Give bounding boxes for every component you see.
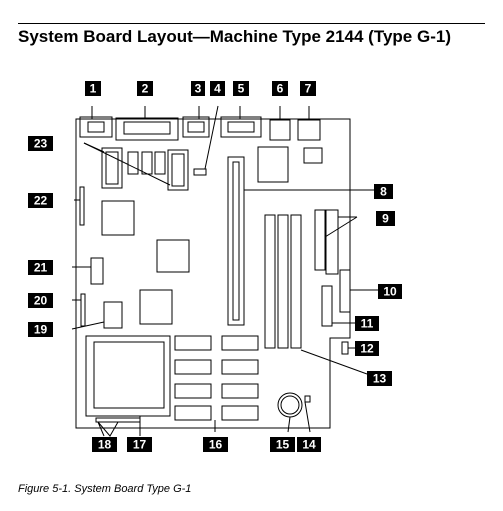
callout-17: 17 [133, 438, 147, 452]
jumper-14 [304, 395, 311, 403]
callout-19: 19 [34, 323, 48, 337]
callout-box-4 [210, 81, 225, 96]
callout-4: 4 [214, 82, 221, 96]
callout-20: 20 [34, 294, 48, 308]
callout-box-8 [374, 184, 393, 199]
callout-box-9 [376, 211, 395, 226]
connector-5 [220, 116, 262, 138]
connector-3 [182, 116, 210, 138]
callout-box-7 [300, 81, 316, 96]
callout-box-12 [355, 341, 379, 356]
connector-6 [269, 119, 291, 141]
callout-5: 5 [238, 82, 245, 96]
callout-22: 22 [34, 194, 48, 208]
callout-box-16 [203, 437, 228, 452]
page-title: System Board Layout—Machine Type 2144 (T… [18, 27, 451, 46]
callout-box-21 [28, 260, 53, 275]
callout-14: 14 [302, 438, 316, 452]
title-rule [18, 23, 485, 24]
callout-box-1 [85, 81, 101, 96]
callout-7: 7 [305, 82, 312, 96]
callout-2: 2 [142, 82, 149, 96]
connector-1 [79, 116, 113, 138]
callout-box-17 [127, 437, 152, 452]
callout-8: 8 [380, 185, 387, 199]
callout-box-19 [28, 322, 53, 337]
callout-15: 15 [276, 438, 290, 452]
connector-9a [314, 209, 326, 271]
slot-8 [227, 156, 245, 326]
battery-15 [277, 392, 303, 418]
callout-11: 11 [361, 317, 374, 331]
callout-box-11 [355, 316, 379, 331]
callout-6: 6 [277, 82, 284, 96]
callout-box-15 [270, 437, 295, 452]
slot-13c [290, 214, 302, 349]
header-21 [90, 257, 104, 285]
callout-3: 3 [195, 82, 202, 96]
callout-box-22 [28, 193, 53, 208]
chip-19 [103, 301, 123, 329]
callout-9: 9 [382, 212, 389, 226]
header-20 [80, 293, 86, 327]
slot-13a [264, 214, 276, 349]
chip-23b [167, 149, 189, 191]
callout-box-5 [233, 81, 249, 96]
callout-13: 13 [373, 372, 387, 386]
callout-box-2 [137, 81, 153, 96]
callout-box-23 [28, 136, 53, 151]
connector-2 [115, 117, 179, 141]
callout-10: 10 [383, 285, 397, 299]
callout-18: 18 [98, 438, 112, 452]
header-22 [79, 186, 85, 226]
callout-box-3 [191, 81, 205, 96]
callout-1: 1 [90, 82, 97, 96]
callout-12: 12 [360, 342, 374, 356]
connector-7 [297, 119, 321, 141]
connector-9b [325, 209, 339, 275]
callout-box-18 [92, 437, 117, 452]
connector-10 [339, 269, 351, 313]
callout-box-20 [28, 293, 53, 308]
callout-16: 16 [209, 438, 223, 452]
callout-23: 23 [34, 137, 48, 151]
header-12 [341, 341, 349, 355]
chip-23a [101, 147, 123, 189]
jumper-4 [193, 168, 207, 176]
callout-box-14 [297, 437, 321, 452]
slot-13b [277, 214, 289, 349]
callout-box-6 [272, 81, 288, 96]
board-outline [75, 118, 351, 429]
callout-21: 21 [34, 261, 48, 275]
cpu-17 [85, 335, 171, 417]
figure-caption: Figure 5-1. System Board Type G-1 [18, 483, 192, 495]
callout-box-10 [378, 284, 402, 299]
header-18 [95, 417, 141, 423]
connector-11 [321, 285, 333, 327]
callout-box-13 [367, 371, 392, 386]
